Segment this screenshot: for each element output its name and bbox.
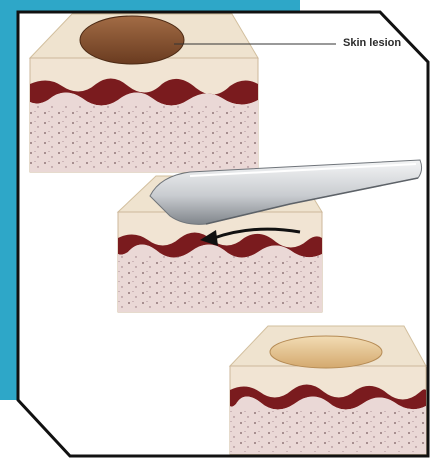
tissue-specks-2	[118, 256, 322, 310]
tissue-specks-3	[230, 408, 426, 452]
tissue-specks-1	[30, 104, 258, 170]
frame-accent-left	[0, 0, 18, 400]
lesion-raised-1	[80, 16, 184, 64]
panel-3	[230, 326, 426, 454]
skin-lesion-label: Skin lesion	[343, 37, 401, 49]
lesion-flattened	[270, 336, 382, 368]
